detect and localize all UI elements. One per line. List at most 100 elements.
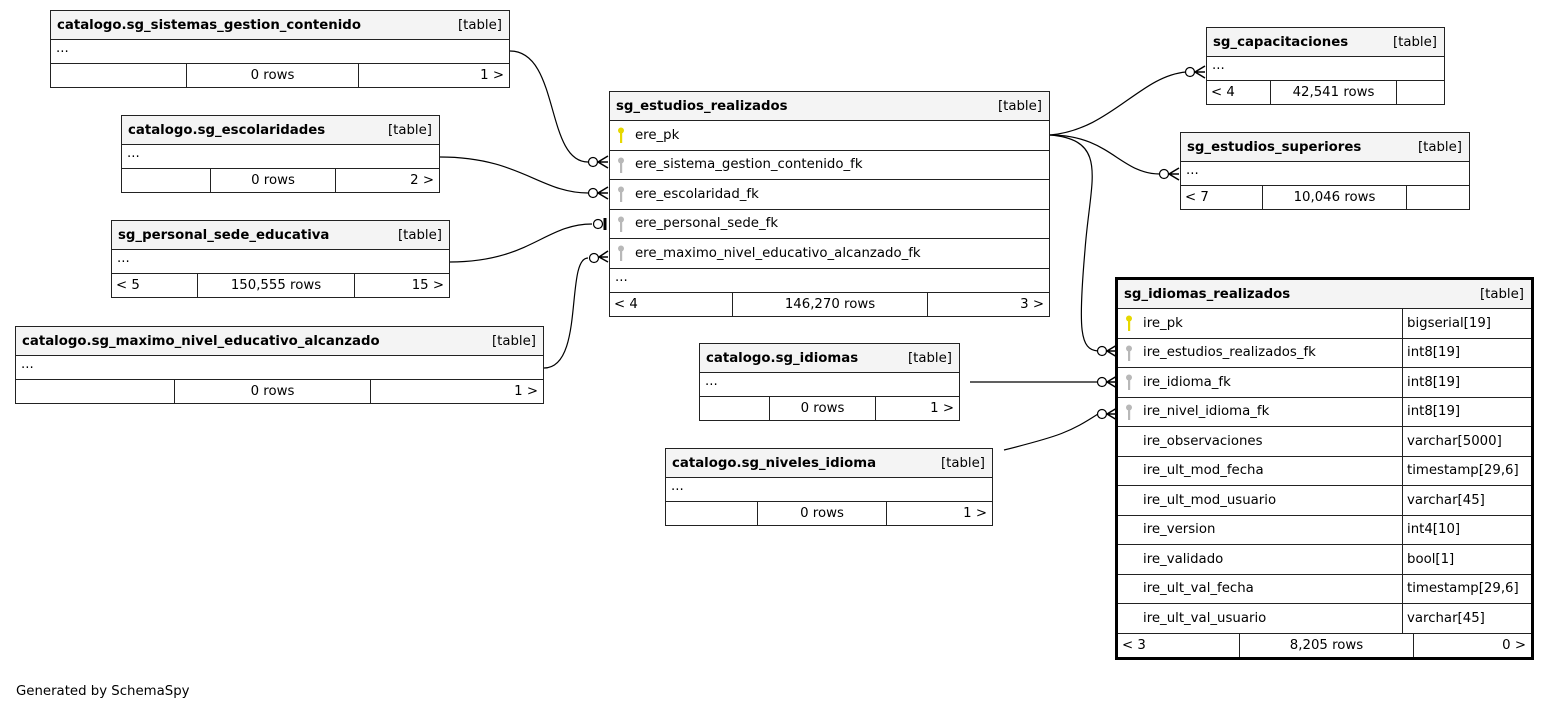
table-footer: 0 rows 1 > — [666, 501, 992, 525]
column-name: ire_idioma_fk — [1143, 374, 1231, 390]
table-name[interactable]: sg_idiomas_realizados — [1124, 286, 1291, 302]
children-count[interactable]: 2 > — [410, 173, 434, 188]
table-header[interactable]: sg_estudios_superiores [table] — [1181, 133, 1469, 161]
column-row[interactable]: ere_escolaridad_fk — [610, 179, 1049, 209]
table-header[interactable]: sg_estudios_realizados [table] — [610, 92, 1049, 120]
table-footer: 0 rows 1 > — [51, 63, 509, 87]
table-kind: [table] — [940, 455, 985, 471]
parents-count[interactable]: < 3 — [1118, 633, 1240, 657]
table-name[interactable]: sg_personal_sede_educativa — [118, 227, 330, 243]
parents-count[interactable]: < 5 — [112, 274, 198, 297]
parents-count[interactable] — [122, 169, 211, 192]
foreign-key-icon — [616, 185, 626, 203]
edge-marker-optional — [1096, 408, 1108, 420]
table-name[interactable]: sg_estudios_superiores — [1187, 139, 1362, 155]
parents-count[interactable]: < 7 — [1181, 186, 1263, 209]
columns-ellipsis: ... — [51, 39, 509, 63]
parents-count[interactable] — [16, 380, 175, 403]
children-count[interactable]: 0 > — [1502, 637, 1526, 653]
table-kind: [table] — [491, 333, 536, 349]
column-row[interactable]: ere_maximo_nivel_educativo_alcanzado_fk — [610, 238, 1049, 268]
table-maximo-nivel-educativo-alcanzado[interactable]: catalogo.sg_maximo_nivel_educativo_alcan… — [15, 326, 544, 404]
columns-ellipsis: ... — [112, 249, 449, 273]
children-count[interactable]: 15 > — [411, 278, 444, 293]
table-name[interactable]: catalogo.sg_idiomas — [706, 350, 859, 366]
parents-count[interactable]: < 4 — [610, 292, 733, 316]
edge-marker-many — [1193, 65, 1206, 79]
children-count[interactable] — [1397, 81, 1444, 104]
table-header[interactable]: catalogo.sg_idiomas [table] — [700, 344, 959, 372]
parents-count[interactable]: < 4 — [1207, 81, 1271, 104]
column-type: timestamp[29,6] — [1402, 456, 1531, 485]
column-row[interactable]: ere_pk — [610, 120, 1049, 150]
table-header[interactable]: catalogo.sg_escolaridades [table] — [122, 116, 439, 144]
column-name: ire_estudios_realizados_fk — [1143, 345, 1316, 361]
children-count[interactable]: 1 > — [480, 68, 504, 83]
table-capacitaciones[interactable]: sg_capacitaciones [table] ... < 4 42,541… — [1206, 27, 1445, 105]
table-niveles-idioma[interactable]: catalogo.sg_niveles_idioma [table] ... 0… — [665, 448, 993, 526]
children-count[interactable] — [1407, 186, 1469, 209]
table-header[interactable]: sg_capacitaciones [table] — [1207, 28, 1444, 56]
column-name: ire_nivel_idioma_fk — [1143, 404, 1270, 420]
table-name[interactable]: catalogo.sg_escolaridades — [128, 122, 326, 138]
table-header[interactable]: catalogo.sg_sistemas_gestion_contenido [… — [51, 11, 509, 39]
table-header[interactable]: catalogo.sg_niveles_idioma [table] — [666, 449, 992, 477]
columns-ellipsis: ... — [1181, 161, 1469, 185]
column-row[interactable]: ire_estudios_realizados_fk int8[19] — [1118, 337, 1531, 367]
table-escolaridades[interactable]: catalogo.sg_escolaridades [table] ... 0 … — [121, 115, 440, 193]
column-type: varchar[45] — [1402, 486, 1531, 515]
table-name[interactable]: sg_capacitaciones — [1213, 34, 1349, 50]
column-row[interactable]: ere_sistema_gestion_contenido_fk — [610, 149, 1049, 180]
table-header[interactable]: catalogo.sg_maximo_nivel_educativo_alcan… — [16, 327, 543, 355]
table-name[interactable]: sg_estudios_realizados — [616, 98, 788, 114]
table-header[interactable]: sg_personal_sede_educativa [table] — [112, 221, 449, 249]
table-estudios-realizados[interactable]: sg_estudios_realizados [table] ere_pk er… — [609, 91, 1050, 317]
primary-key-icon — [616, 126, 626, 144]
parents-count[interactable] — [700, 397, 770, 420]
table-footer: 0 rows 2 > — [122, 168, 439, 192]
table-personal-sede-educativa[interactable]: sg_personal_sede_educativa [table] ... <… — [111, 220, 450, 298]
edge-estudios-to-capacitaciones — [1049, 71, 1187, 136]
edge-escolaridades-to-estudios — [439, 156, 589, 194]
foreign-key-icon — [616, 215, 626, 233]
column-row[interactable]: ere_personal_sede_fk — [610, 208, 1049, 239]
table-name[interactable]: catalogo.sg_niveles_idioma — [672, 455, 877, 471]
column-type: bool[1] — [1402, 545, 1531, 574]
children-count[interactable]: 3 > — [1020, 296, 1044, 312]
table-name[interactable]: catalogo.sg_sistemas_gestion_contenido — [57, 17, 361, 33]
table-estudios-superiores[interactable]: sg_estudios_superiores [table] ... < 7 1… — [1180, 132, 1470, 210]
row-count: 10,046 rows — [1263, 186, 1407, 209]
parents-count[interactable] — [666, 502, 758, 525]
column-type: int8[19] — [1402, 338, 1531, 367]
table-sistemas-gestion-contenido[interactable]: catalogo.sg_sistemas_gestion_contenido [… — [50, 10, 510, 88]
table-kind: [table] — [907, 350, 952, 366]
table-header[interactable]: sg_idiomas_realizados [table] — [1118, 280, 1531, 308]
table-kind: [table] — [1479, 286, 1524, 302]
column-name: ire_observaciones — [1143, 433, 1263, 449]
row-count: 150,555 rows — [198, 274, 355, 297]
edge-estudios-to-idiomas-realizados — [1049, 134, 1099, 352]
parents-count[interactable] — [51, 64, 187, 87]
children-count[interactable]: 1 > — [963, 506, 987, 521]
children-count[interactable]: 1 > — [514, 384, 538, 399]
table-kind: [table] — [997, 98, 1042, 114]
column-type: timestamp[29,6] — [1402, 574, 1531, 603]
table-idiomas[interactable]: catalogo.sg_idiomas [table] ... 0 rows 1… — [699, 343, 960, 421]
column-name: ire_pk — [1143, 315, 1183, 331]
table-name[interactable]: catalogo.sg_maximo_nivel_educativo_alcan… — [22, 333, 380, 349]
children-count[interactable]: 1 > — [930, 401, 954, 416]
edge-sistemas-to-estudios — [509, 50, 589, 163]
column-name: ere_personal_sede_fk — [635, 216, 779, 232]
row-count: 42,541 rows — [1271, 81, 1397, 104]
